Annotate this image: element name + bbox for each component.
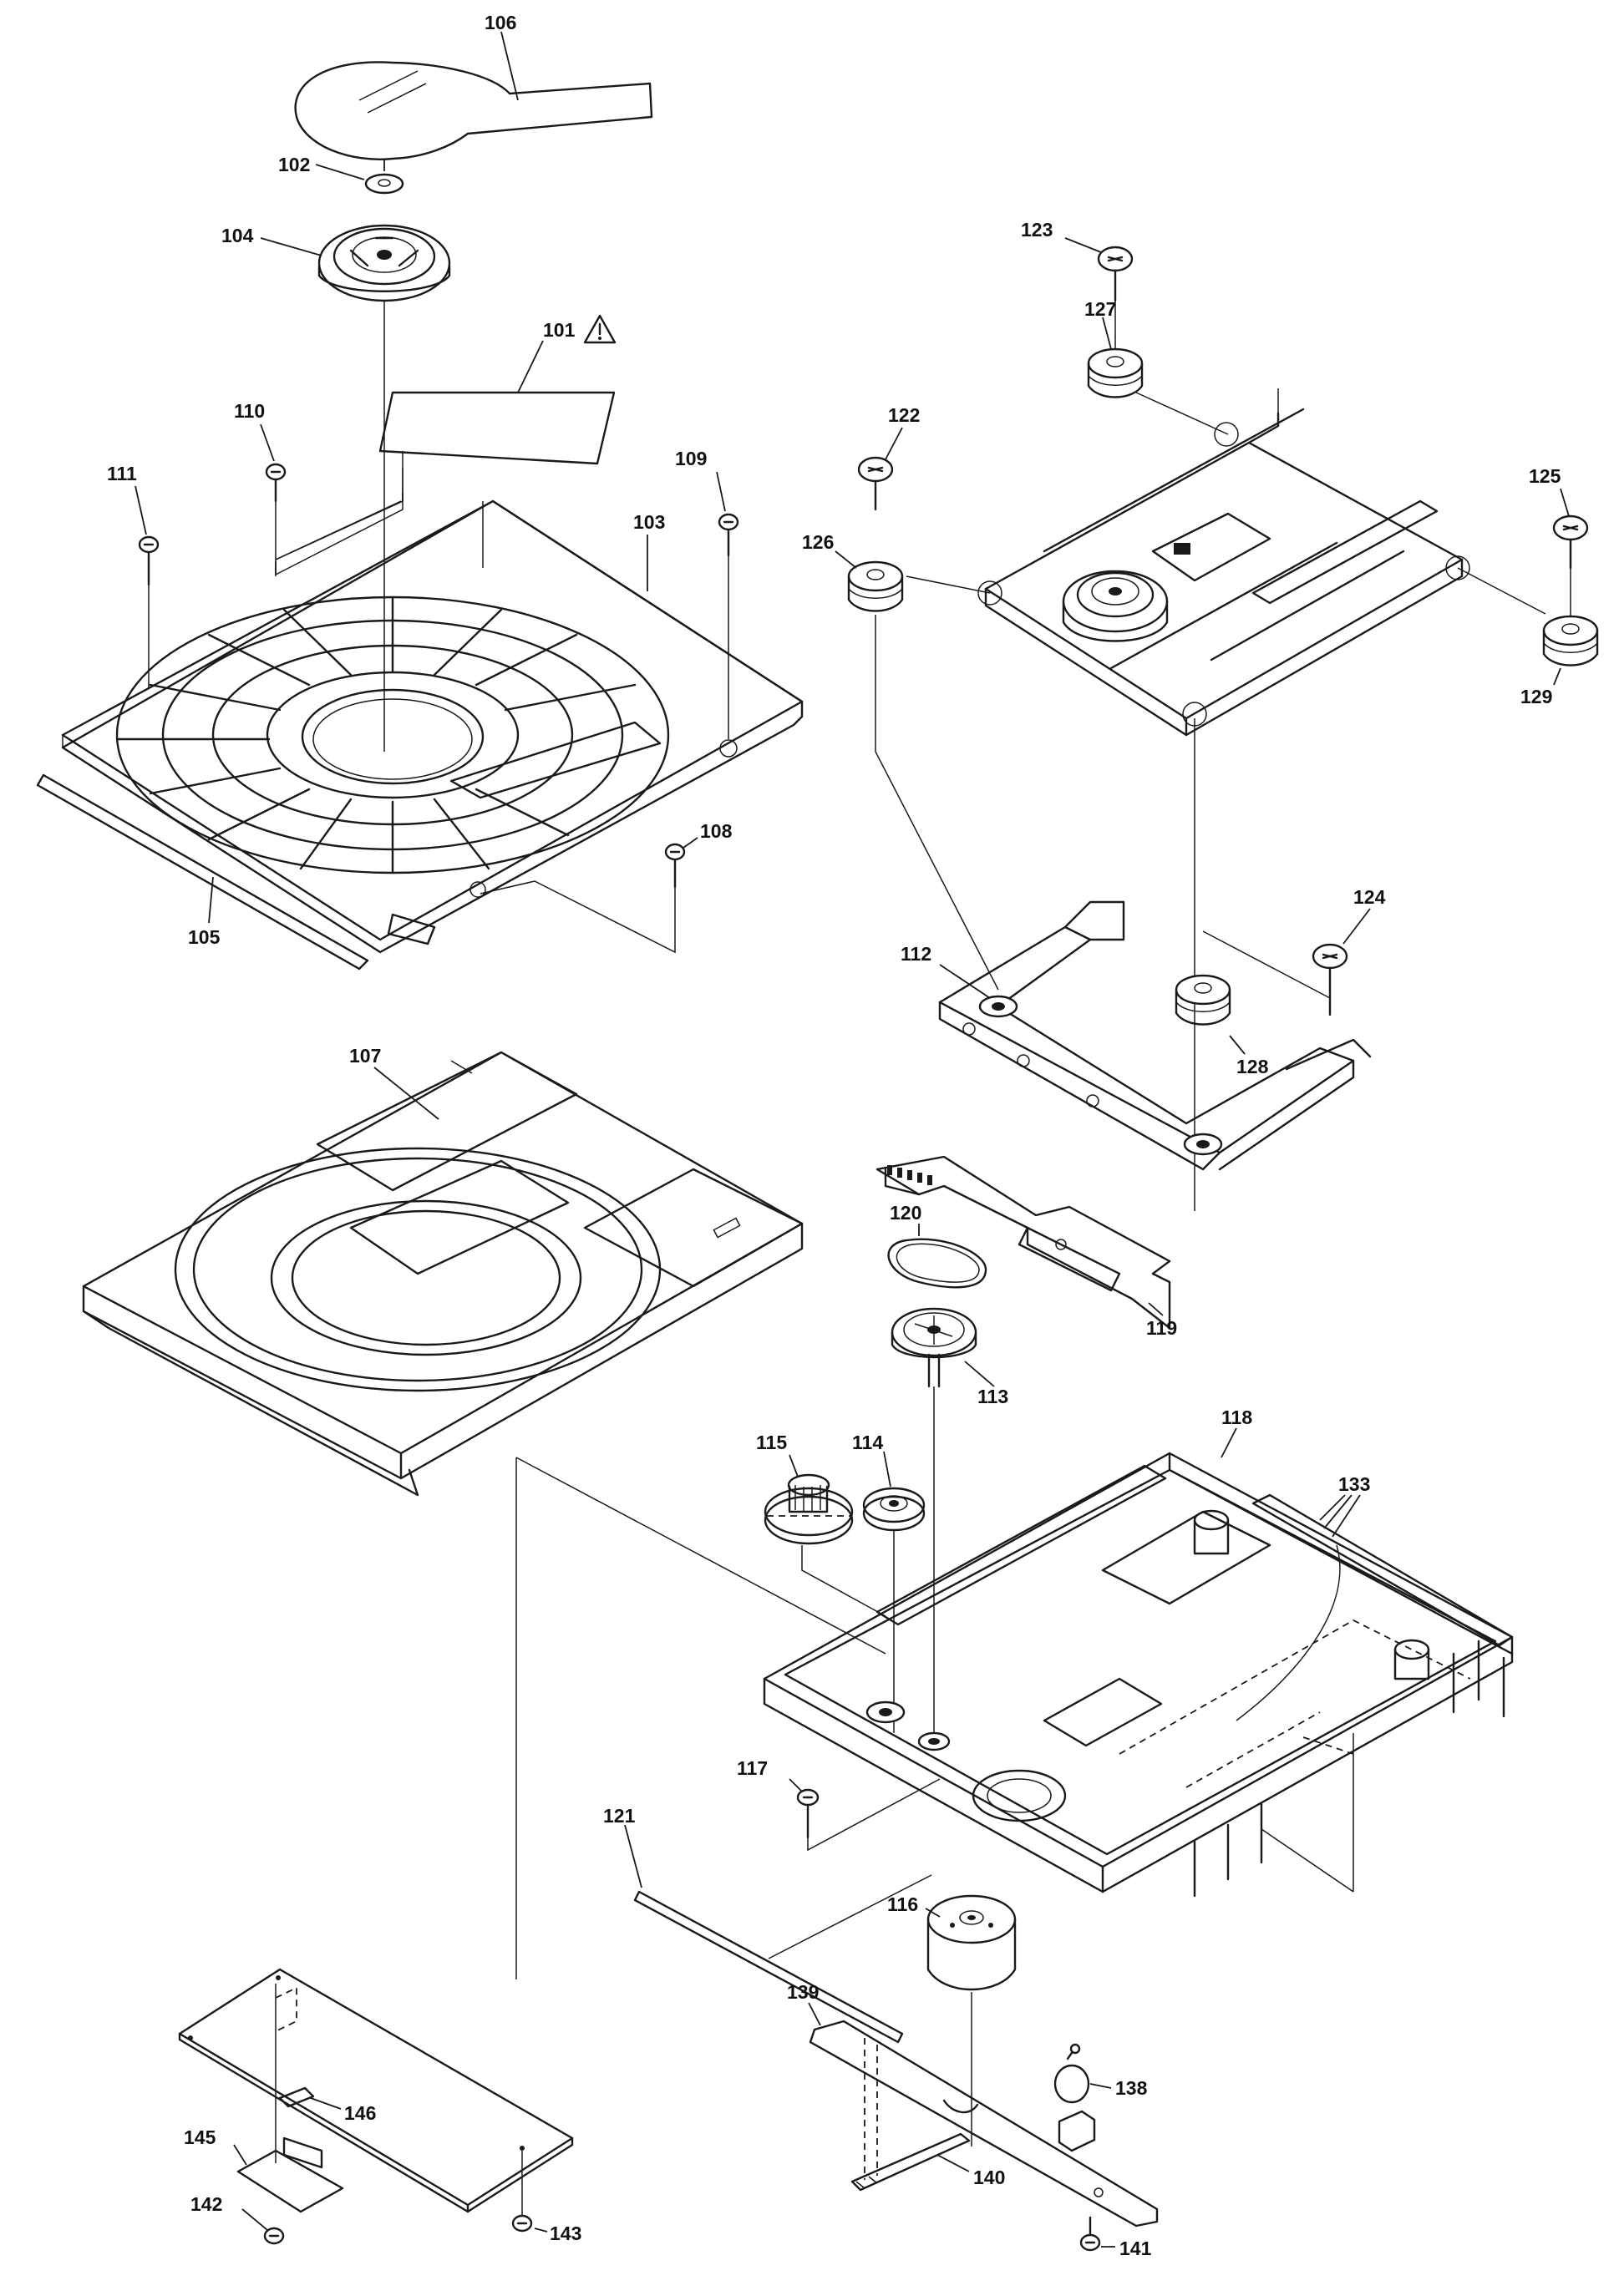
part-101-label xyxy=(378,391,616,465)
part-123-screw xyxy=(1097,246,1134,302)
part-121-shaft xyxy=(633,1890,904,2044)
callout-127: 127 xyxy=(1084,298,1116,320)
callout-118: 118 xyxy=(1221,1406,1252,1428)
part-138-switch xyxy=(1053,2043,1096,2152)
callout-labels: 106 102 104 101 110 111 109 103 108 105 … xyxy=(107,12,1561,2259)
part-110-screw xyxy=(265,463,287,503)
part-102-washer xyxy=(364,173,404,195)
callout-125: 125 xyxy=(1529,465,1561,487)
callout-133: 133 xyxy=(1338,1473,1370,1495)
part-traverse-base xyxy=(977,388,1470,737)
callout-121: 121 xyxy=(603,1805,636,1827)
callout-124: 124 xyxy=(1353,886,1386,908)
callout-129: 129 xyxy=(1520,686,1552,707)
part-125-screw xyxy=(1552,514,1589,570)
callout-126: 126 xyxy=(802,531,834,553)
part-124-screw xyxy=(1312,943,1348,1016)
callout-104: 104 xyxy=(221,225,254,246)
callout-141: 141 xyxy=(1119,2238,1152,2259)
callout-123: 123 xyxy=(1021,219,1053,241)
part-143-screw xyxy=(511,2214,533,2233)
part-115-gear xyxy=(764,1473,854,1545)
part-108-screw xyxy=(664,843,686,889)
part-139-sensor-board xyxy=(809,2020,1159,2238)
part-112-traverse-holder xyxy=(938,900,1372,1171)
callout-106: 106 xyxy=(485,12,516,33)
callout-116: 116 xyxy=(887,1893,918,1915)
part-128-rubber-mount xyxy=(1175,974,1231,1026)
callout-145: 145 xyxy=(184,2126,216,2148)
callout-117: 117 xyxy=(737,1757,768,1779)
part-140-flat-cable xyxy=(850,2132,971,2192)
part-118-chassis xyxy=(763,1452,1514,1898)
callout-102: 102 xyxy=(278,154,310,175)
callout-101: 101 xyxy=(543,319,576,341)
callout-128: 128 xyxy=(1236,1056,1269,1077)
callout-111: 111 xyxy=(107,463,137,484)
callout-146: 146 xyxy=(344,2102,376,2124)
part-129-rubber-mount xyxy=(1542,615,1599,666)
part-113-pulley-gear xyxy=(891,1307,977,1388)
callout-109: 109 xyxy=(675,448,707,469)
callout-142: 142 xyxy=(190,2193,222,2215)
callout-108: 108 xyxy=(700,820,733,842)
pcb-board xyxy=(178,1968,574,2213)
callout-120: 120 xyxy=(890,1202,921,1224)
part-114-gear xyxy=(862,1487,926,1532)
part-109-screw xyxy=(718,513,739,557)
part-145-holder xyxy=(236,2136,344,2213)
callout-114: 114 xyxy=(852,1432,883,1453)
callout-105: 105 xyxy=(188,926,221,948)
callout-139: 139 xyxy=(787,1981,819,2003)
part-122-screw xyxy=(857,456,894,511)
callout-110: 110 xyxy=(234,400,265,422)
callout-112: 112 xyxy=(901,943,931,965)
part-120-belt xyxy=(887,1238,987,1289)
part-142-screw xyxy=(263,2227,285,2245)
callout-138: 138 xyxy=(1115,2077,1148,2099)
part-126-rubber-mount xyxy=(847,560,904,612)
part-111-screw xyxy=(138,535,160,586)
part-106-clamp-sheet xyxy=(294,61,653,160)
callout-107: 107 xyxy=(349,1045,381,1067)
part-117-screw xyxy=(796,1788,820,1839)
callout-143: 143 xyxy=(550,2223,581,2244)
part-127-rubber-mount xyxy=(1087,347,1144,398)
callout-122: 122 xyxy=(888,404,920,426)
callout-113: 113 xyxy=(977,1386,1008,1407)
part-104-disc-clamper xyxy=(317,224,451,302)
part-116-motor xyxy=(926,1894,1017,1991)
part-107-disc-tray xyxy=(82,1051,804,1497)
part-146-bracket xyxy=(278,2086,315,2108)
caution-triangle-icon xyxy=(583,314,617,344)
part-119-slider xyxy=(875,1155,1171,1330)
callout-115: 115 xyxy=(756,1432,787,1453)
part-141-screw xyxy=(1079,2233,1101,2252)
callout-140: 140 xyxy=(973,2167,1005,2188)
part-103-top-cover xyxy=(36,499,804,971)
callout-119: 119 xyxy=(1146,1317,1177,1339)
callout-103: 103 xyxy=(633,511,665,533)
